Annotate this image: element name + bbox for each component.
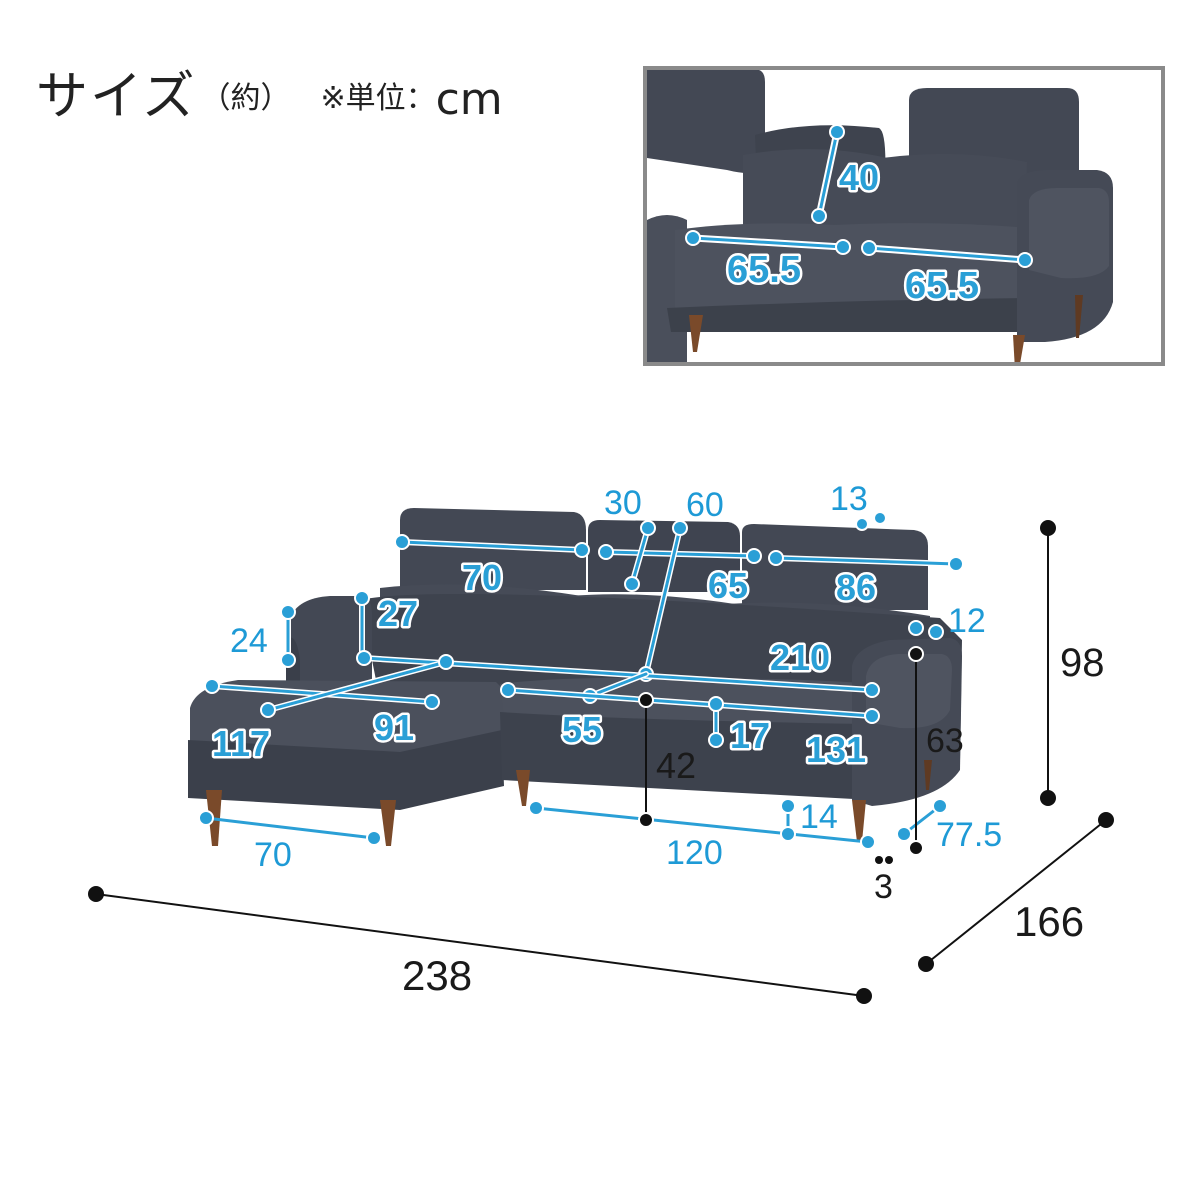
label-headrest-right: 86 — [836, 567, 876, 608]
label-total-depth: 166 — [1014, 898, 1084, 945]
seat-width-dim — [500, 682, 880, 724]
black-dimension-lines — [88, 520, 1114, 1004]
headrest-gap-dim — [855, 511, 887, 531]
side-depth-dim — [896, 798, 948, 842]
inset-seat-right-label: 65.5 — [905, 265, 979, 307]
inset-detail-view: 40 65.5 65.5 — [643, 66, 1165, 366]
inset-pillow-height-line — [817, 131, 839, 217]
label-leg-span-left: 70 — [254, 836, 292, 874]
label-total-width: 238 — [402, 952, 472, 999]
arm-height-dim — [280, 604, 296, 668]
label-headrest-left: 70 — [462, 557, 502, 598]
title-size: サイズ — [36, 67, 197, 127]
total-height-line — [1040, 520, 1056, 806]
dimension-labels: 30 60 13 70 65 86 12 24 27 210 117 91 55… — [210, 480, 1105, 999]
headrest-right-dim — [768, 550, 964, 572]
leg-gap-dots — [875, 856, 893, 864]
inset-illustration: 40 65.5 65.5 — [647, 70, 1161, 362]
seat-height-line — [638, 692, 654, 828]
total-depth-line — [918, 812, 1114, 972]
label-seat-height: 42 — [656, 745, 696, 786]
label-arm-width: 12 — [948, 602, 986, 640]
label-leg-span-right: 120 — [666, 834, 723, 872]
label-leg-gap: 3 — [874, 868, 893, 906]
title-approx: （約） — [200, 81, 291, 116]
label-leg-height: 14 — [800, 798, 838, 836]
label-seat-width: 131 — [806, 729, 866, 770]
arm-width-dim — [908, 620, 944, 640]
blue-dimension-lines — [198, 511, 964, 850]
arm-height-line — [908, 646, 924, 856]
label-side-depth: 77.5 — [936, 816, 1002, 854]
unit-value: cm — [435, 74, 503, 125]
total-width-line — [88, 886, 872, 1004]
leg-span-right-dim — [528, 800, 876, 850]
label-chaise-width: 91 — [374, 707, 414, 748]
label-headrest-mid: 65 — [708, 565, 748, 606]
label-headrest-gap: 13 — [830, 480, 868, 518]
page-title: サイズ（約） ※単位：cm — [36, 54, 503, 129]
inset-seat-left-line — [692, 236, 844, 249]
leg-height-dim — [780, 798, 796, 842]
label-cushion-thickness: 17 — [730, 715, 770, 756]
backrest-depth-dim — [638, 520, 688, 682]
cushion-thickness-dim — [708, 696, 724, 748]
chaise-depth-dim — [260, 654, 454, 718]
leg-span-left-dim — [198, 810, 382, 846]
headrest-mid-dim — [598, 544, 762, 564]
inset-pillow-height-label: 40 — [839, 157, 879, 198]
label-back-height: 27 — [378, 593, 418, 634]
headrest-left-dim — [394, 534, 590, 558]
unit-note: ※単位： — [320, 81, 436, 116]
inset-seat-left-label: 65.5 — [727, 249, 801, 291]
label-chaise-depth: 117 — [212, 723, 270, 764]
label-headrest-small: 30 — [604, 484, 642, 522]
label-arm-height: 24 — [230, 622, 268, 660]
label-seat-inner-width: 210 — [770, 637, 830, 678]
label-arm-total-height: 63 — [926, 722, 964, 760]
small-headrest-dim — [624, 520, 656, 592]
label-backrest-depth: 60 — [686, 486, 724, 524]
label-seat-depth: 55 — [562, 709, 602, 750]
back-height-dim — [354, 590, 370, 659]
label-total-height: 98 — [1060, 641, 1105, 685]
inset-seat-right-line — [868, 246, 1026, 262]
